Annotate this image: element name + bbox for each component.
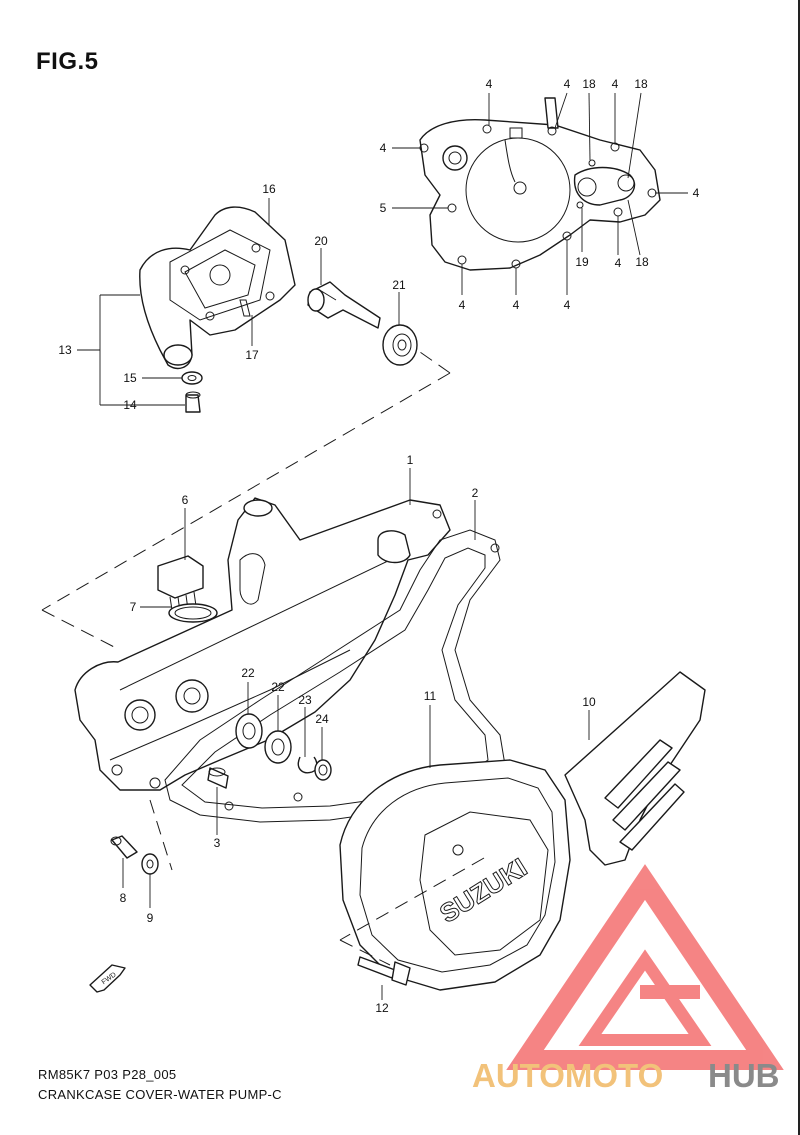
- bearing-22a: [235, 713, 263, 749]
- impeller-shaft: [307, 281, 381, 329]
- figure-title: FIG.5: [36, 48, 99, 75]
- callout-4: 4: [485, 77, 493, 91]
- callout-4: 4: [692, 186, 700, 200]
- callout-4: 4: [512, 298, 520, 312]
- callout-7: 7: [129, 600, 137, 614]
- diagram-name: CRANKCASE COVER-WATER PUMP-C: [38, 1087, 282, 1102]
- callout-20: 20: [314, 234, 328, 248]
- dowel-pin-3: [207, 767, 229, 789]
- guard-10: [564, 671, 706, 866]
- frame-border: [798, 0, 800, 1135]
- callout-14: 14: [123, 398, 137, 412]
- bearing-22b: [264, 730, 292, 764]
- diagram-code: RM85K7 P03 P28_005: [38, 1067, 177, 1082]
- bolt-14: [185, 391, 201, 413]
- circlip-23: [297, 756, 318, 774]
- crankcase-cover-1: [74, 497, 451, 791]
- callout-11: 11: [423, 689, 437, 703]
- watermark-text: AUTOMOTO HUB: [472, 1057, 780, 1094]
- callout-22: 22: [271, 680, 285, 694]
- callout-10: 10: [582, 695, 596, 709]
- assembly-lines: [41, 351, 485, 966]
- callout-4: 4: [563, 298, 571, 312]
- watermark-logo: [506, 864, 784, 1070]
- watermark-text-b: HUB: [708, 1057, 780, 1094]
- callout-13: 13: [58, 343, 72, 357]
- leader-lines: [77, 92, 688, 1000]
- washer-9: [141, 853, 159, 875]
- pump-cover-assembly: [419, 97, 661, 271]
- callout-18: 18: [582, 77, 596, 91]
- water-pump-body: [139, 206, 296, 370]
- bolt-8: [110, 835, 138, 859]
- o-ring-7: [168, 603, 218, 623]
- oil-seal-24: [314, 759, 332, 781]
- bolt-12: [357, 956, 411, 986]
- callout-4: 4: [379, 141, 387, 155]
- callout-8: 8: [119, 891, 127, 905]
- callout-12: 12: [375, 1001, 389, 1015]
- callout-1: 1: [406, 453, 414, 467]
- callout-2: 2: [471, 486, 479, 500]
- bearing-21: [382, 324, 418, 366]
- callout-4: 4: [563, 77, 571, 91]
- callout-18: 18: [634, 77, 648, 91]
- callout-4: 4: [614, 256, 622, 270]
- washer-15: [181, 371, 203, 385]
- callout-4: 4: [458, 298, 466, 312]
- callout-17: 17: [245, 348, 259, 362]
- forward-arrow-icon: FWD: [89, 964, 126, 993]
- callout-9: 9: [146, 911, 154, 925]
- callout-16: 16: [262, 182, 276, 196]
- callout-6: 6: [181, 493, 189, 507]
- callout-19: 19: [575, 255, 589, 269]
- callout-4: 4: [611, 77, 619, 91]
- callout-21: 21: [392, 278, 406, 292]
- oil-filler-cap-6: [157, 555, 204, 613]
- callout-5: 5: [379, 201, 387, 215]
- callout-24: 24: [315, 712, 329, 726]
- callout-23: 23: [298, 693, 312, 707]
- watermark-text-a: AUTOMOTO: [472, 1057, 663, 1094]
- callout-18: 18: [635, 255, 649, 269]
- callout-15: 15: [123, 371, 137, 385]
- callout-22: 22: [241, 666, 255, 680]
- callout-3: 3: [213, 836, 221, 850]
